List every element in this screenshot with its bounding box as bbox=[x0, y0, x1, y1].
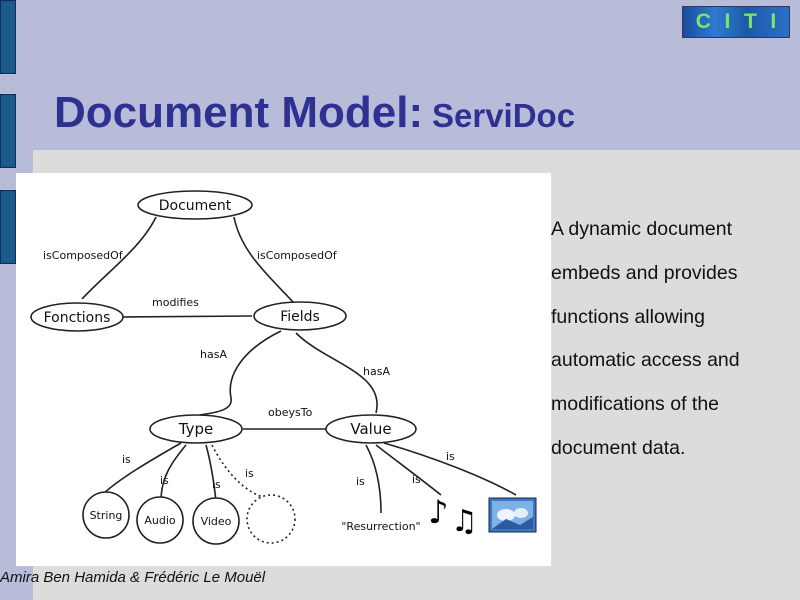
edge-label-type-other: is bbox=[245, 467, 254, 480]
edge-value-image bbox=[383, 442, 517, 496]
svg-text:♪: ♪ bbox=[428, 493, 448, 531]
edge-fields-value bbox=[295, 332, 378, 414]
edge-value-music bbox=[375, 444, 442, 496]
left-accent-bar-1 bbox=[0, 0, 16, 74]
document-model-diagram: Document Fonctions Fields Type Value Str… bbox=[30, 190, 537, 545]
edge-label-doc-fonctions: isComposedOf bbox=[43, 249, 124, 262]
edge-document-fonctions bbox=[81, 216, 157, 300]
node-value: Value bbox=[350, 420, 391, 438]
svg-text:♫: ♫ bbox=[451, 504, 478, 539]
edge-label-type-value: obeysTo bbox=[268, 406, 313, 419]
edge-label-value-resurrection: is bbox=[356, 475, 365, 488]
edge-label-value-music: is bbox=[412, 473, 421, 486]
node-fonctions: Fonctions bbox=[44, 310, 111, 326]
left-accent-bar-3 bbox=[0, 190, 16, 264]
node-string-shape bbox=[82, 491, 130, 539]
node-value-shape bbox=[325, 414, 417, 444]
node-audio-shape bbox=[136, 496, 184, 544]
diagram-box: Document Fonctions Fields Type Value Str… bbox=[16, 173, 551, 566]
node-fields-shape bbox=[253, 301, 347, 331]
edge-label-fonctions-fields: modifies bbox=[152, 296, 199, 309]
node-document: Document bbox=[159, 198, 232, 214]
music-notes-icon: ♪ ♫ bbox=[428, 493, 478, 539]
node-resurrection: "Resurrection" bbox=[341, 520, 420, 533]
edge-label-type-audio: is bbox=[160, 474, 169, 487]
node-string: String bbox=[90, 509, 123, 522]
image-thumbnail-icon bbox=[488, 497, 537, 533]
title-subtitle: ServiDoc bbox=[432, 97, 576, 134]
node-fields: Fields bbox=[280, 309, 320, 325]
node-document-shape bbox=[137, 190, 253, 220]
node-fonctions-shape bbox=[30, 302, 124, 332]
node-audio: Audio bbox=[144, 514, 176, 527]
edge-label-doc-fields: isComposedOf bbox=[257, 249, 338, 262]
node-other-shape bbox=[246, 494, 296, 544]
edge-label-type-video: is bbox=[212, 478, 221, 491]
node-type: Type bbox=[178, 420, 213, 438]
node-type-shape bbox=[149, 414, 243, 444]
title-main: Document Model: bbox=[54, 88, 424, 137]
edge-type-string bbox=[103, 442, 182, 494]
edge-fields-type bbox=[195, 330, 282, 417]
slide-title: Document Model: ServiDoc bbox=[54, 88, 575, 138]
edge-fonctions-fields bbox=[122, 315, 253, 318]
left-accent-bar-2 bbox=[0, 94, 16, 168]
edge-type-other bbox=[211, 444, 267, 499]
edge-label-value-image: is bbox=[446, 450, 455, 463]
edge-document-fields bbox=[233, 216, 295, 304]
edge-label-type-string: is bbox=[122, 453, 131, 466]
edge-label-fields-type: hasA bbox=[200, 348, 227, 361]
slide-footer: Amira Ben Hamida & Frédéric Le Mouël bbox=[0, 569, 266, 586]
edge-type-audio bbox=[160, 444, 187, 502]
edge-label-fields-value: hasA bbox=[363, 365, 390, 378]
node-video-shape bbox=[192, 497, 240, 545]
node-video: Video bbox=[201, 515, 232, 528]
edge-value-resurrection bbox=[365, 444, 382, 514]
edge-type-video bbox=[205, 444, 217, 502]
slide-description: A dynamic document embeds and provides f… bbox=[551, 218, 740, 459]
